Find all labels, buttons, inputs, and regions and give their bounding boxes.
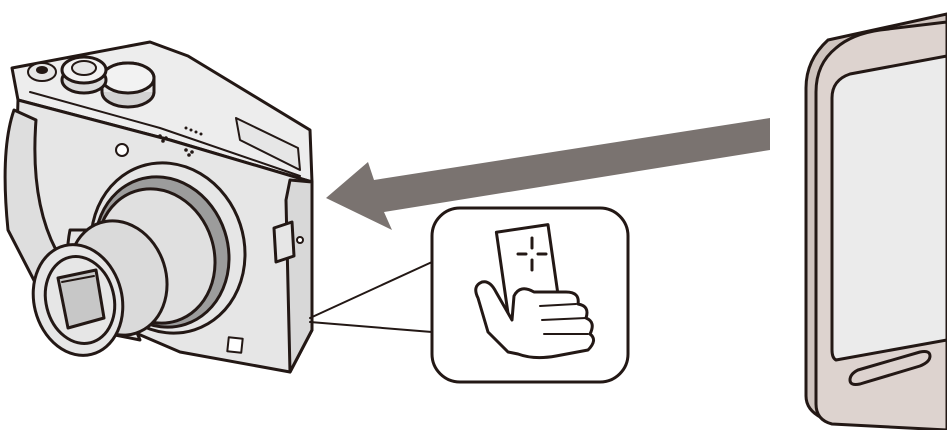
strap-eyelet xyxy=(274,222,294,262)
af-lamp xyxy=(116,144,128,156)
smartphone-icon xyxy=(806,14,947,430)
power-switch xyxy=(28,63,56,81)
callout-lines xyxy=(310,262,432,332)
shutter-button xyxy=(62,57,106,93)
mode-dial xyxy=(102,63,154,107)
nfc-touch-icon xyxy=(432,208,628,382)
camera-icon xyxy=(5,42,312,372)
nfc-mark xyxy=(227,337,242,352)
phone-screen xyxy=(832,56,947,360)
